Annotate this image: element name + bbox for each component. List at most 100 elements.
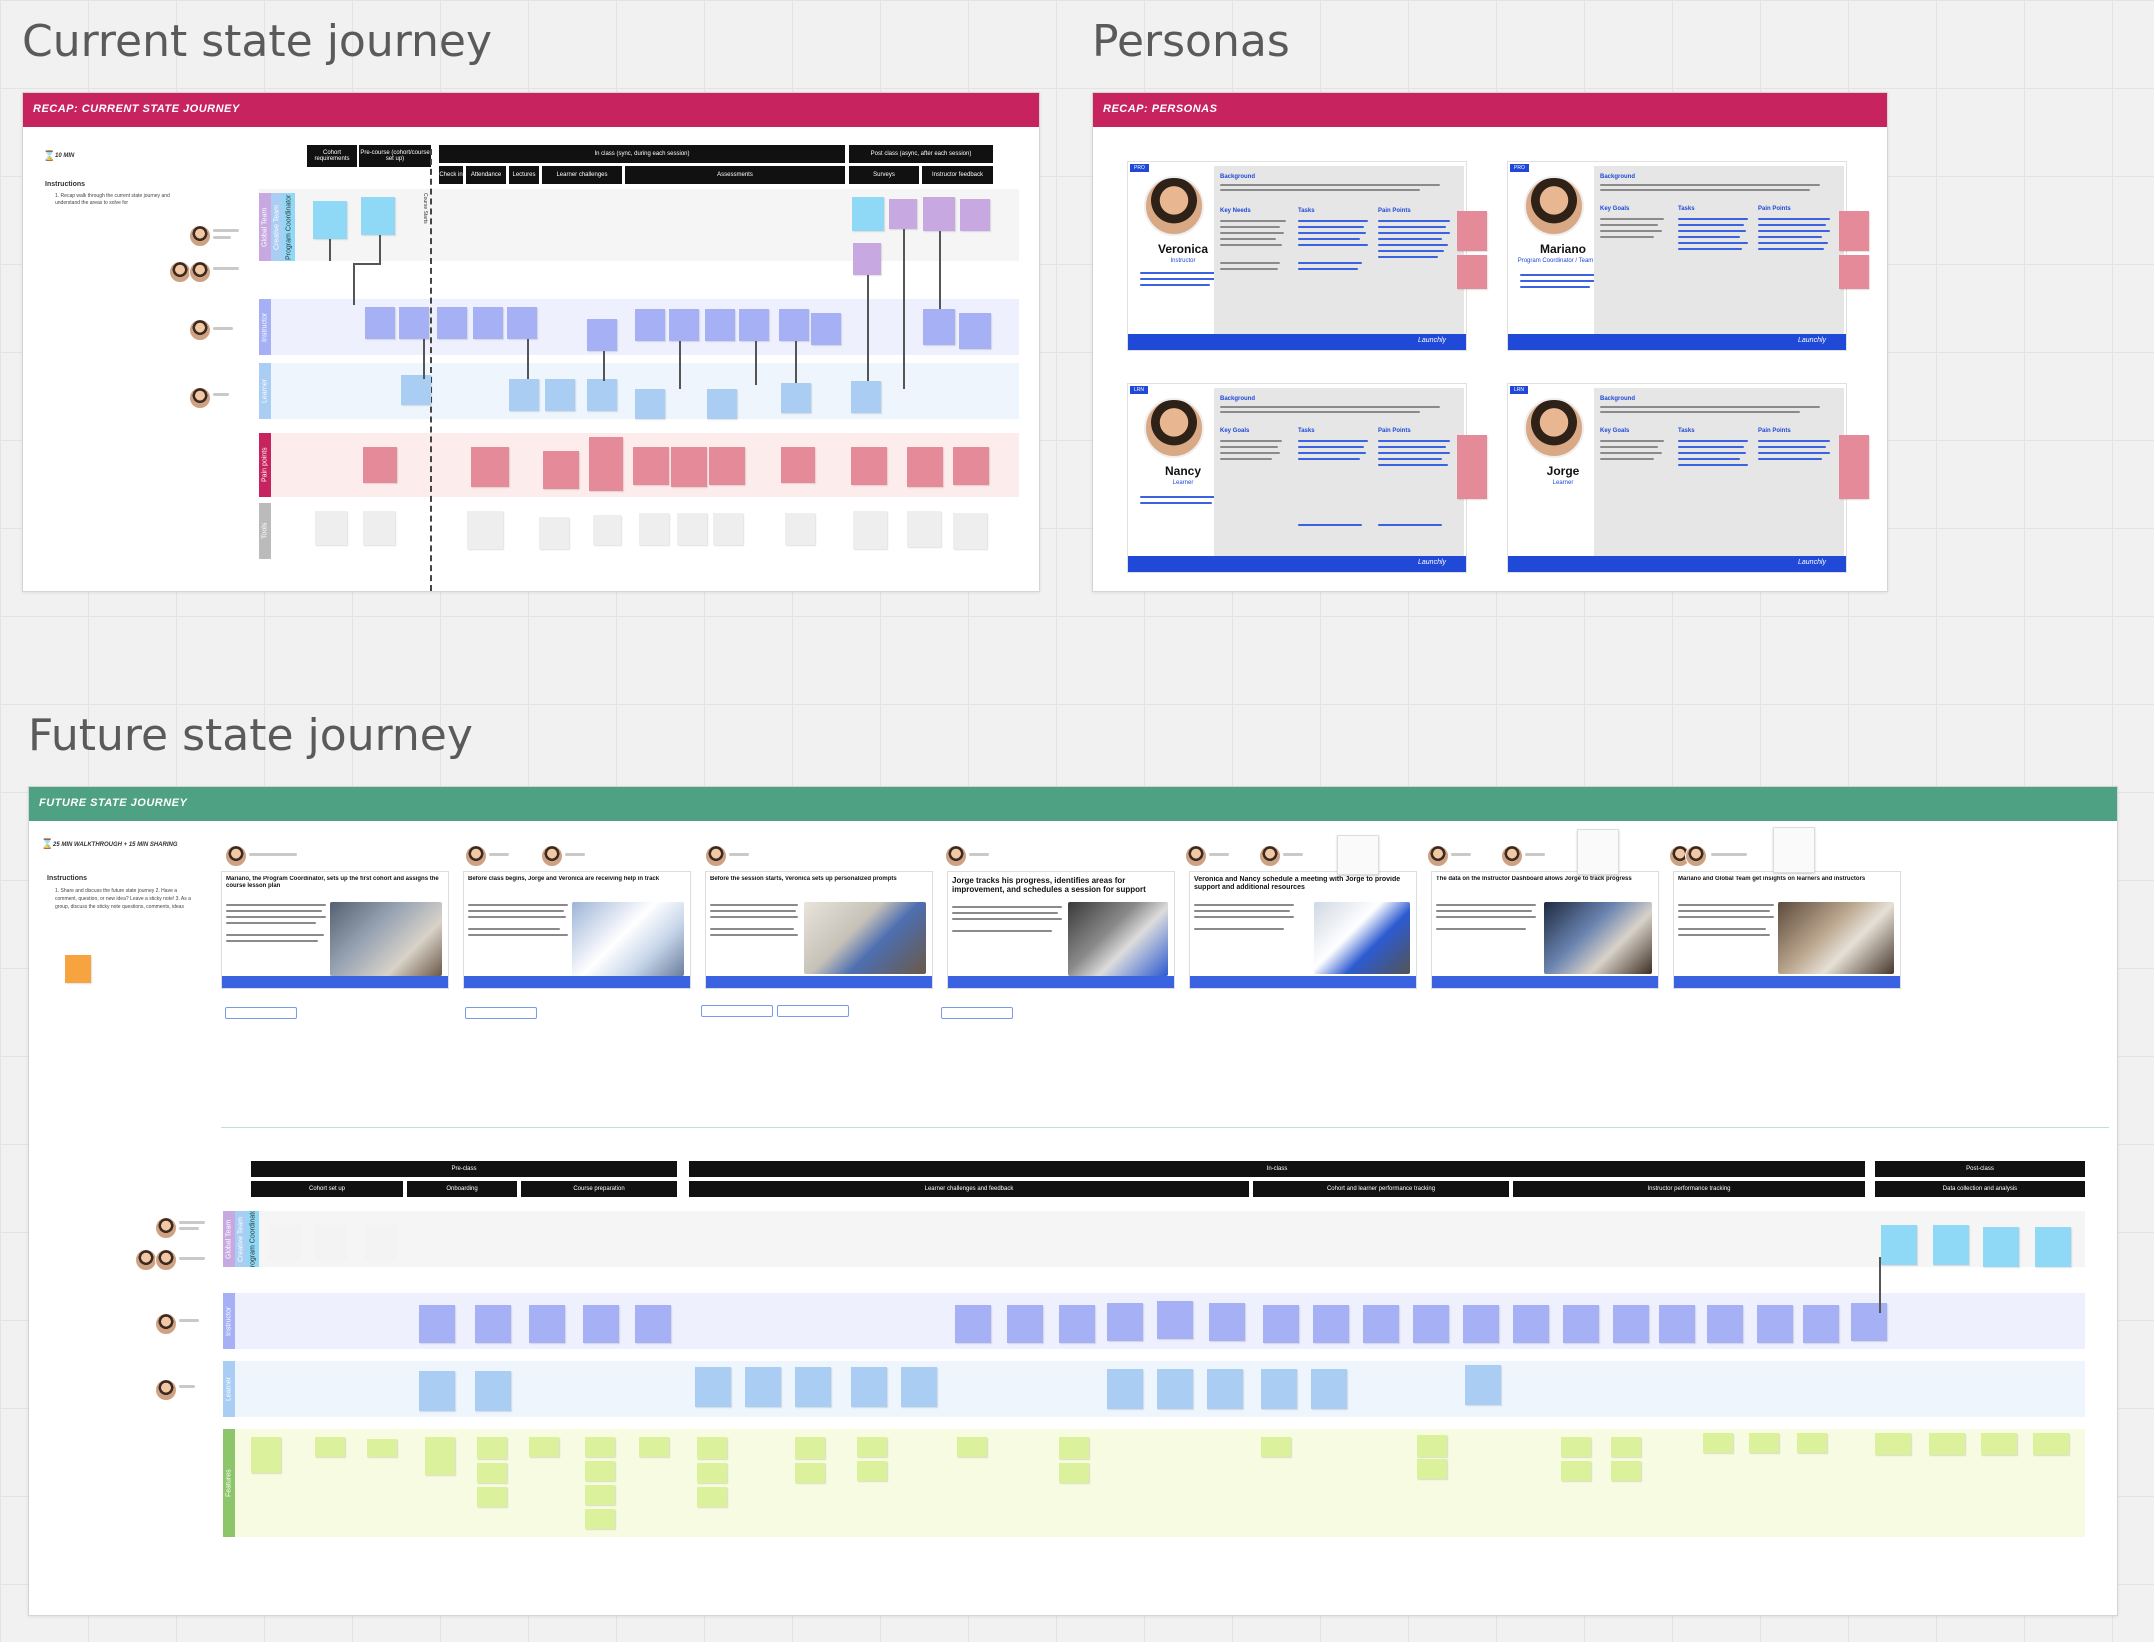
sticky-note[interactable] — [1363, 1305, 1399, 1343]
sticky-note[interactable] — [957, 1437, 987, 1457]
sticky-note[interactable] — [399, 307, 429, 339]
sticky-note[interactable] — [1561, 1437, 1591, 1457]
outline-pill[interactable] — [941, 1007, 1013, 1019]
sticky-note[interactable] — [1513, 1305, 1549, 1343]
sticky-note[interactable] — [953, 447, 989, 485]
sticky-note[interactable] — [960, 199, 990, 231]
sticky-note[interactable] — [785, 513, 815, 545]
sticky-note[interactable] — [477, 1437, 507, 1459]
personas-frame[interactable]: Recap: personas PRO Veronica Instructor … — [1092, 92, 1888, 592]
sticky-note[interactable] — [1981, 1433, 2017, 1455]
sticky-note[interactable] — [363, 447, 397, 483]
sticky-note[interactable] — [1839, 255, 1869, 289]
sticky-note[interactable] — [365, 1225, 397, 1261]
sticky-note[interactable] — [635, 389, 665, 419]
sticky-note[interactable] — [1107, 1303, 1143, 1341]
sticky-note[interactable] — [529, 1305, 565, 1343]
sticky-note[interactable] — [539, 517, 569, 549]
sticky-note[interactable] — [1059, 1437, 1089, 1459]
sticky-note[interactable] — [857, 1461, 887, 1481]
sticky-note[interactable] — [633, 447, 669, 485]
sticky-note[interactable] — [585, 1509, 615, 1529]
sticky-note[interactable] — [709, 447, 745, 485]
sticky-note[interactable] — [781, 447, 815, 483]
sticky-note[interactable] — [593, 515, 621, 545]
sticky-note[interactable] — [889, 199, 917, 229]
sticky-note[interactable] — [315, 1437, 345, 1457]
sticky-note[interactable] — [1839, 211, 1869, 251]
sticky-note[interactable] — [269, 1225, 301, 1261]
sticky-note[interactable] — [1463, 1305, 1499, 1343]
sticky-note[interactable] — [367, 1439, 397, 1457]
persona-card-veronica[interactable]: PRO Veronica Instructor Background Key N… — [1127, 161, 1467, 351]
sticky-note[interactable] — [1209, 1303, 1245, 1341]
future-state-frame[interactable]: Future state journey ⌛ 25 min walkthroug… — [28, 786, 2118, 1616]
sticky-note[interactable] — [315, 511, 347, 545]
sticky-note[interactable] — [1803, 1305, 1839, 1343]
sticky-note[interactable] — [509, 379, 539, 411]
sticky-note[interactable] — [779, 309, 809, 341]
sticky-note[interactable] — [315, 1225, 347, 1261]
current-state-frame[interactable]: Recap: current state journey ⌛ 10 min In… — [22, 92, 1040, 592]
scene-card-1[interactable]: Mariano, the Program Coordinator, sets u… — [221, 871, 449, 989]
sticky-note[interactable] — [543, 451, 579, 489]
sticky-note[interactable] — [587, 379, 617, 411]
sticky-note[interactable] — [1311, 1369, 1347, 1409]
sticky-note[interactable] — [2033, 1433, 2069, 1455]
sticky-note[interactable] — [587, 319, 617, 351]
sticky-note[interactable] — [545, 379, 575, 411]
sticky-note[interactable] — [1611, 1437, 1641, 1457]
sticky-note[interactable] — [473, 307, 503, 339]
sticky-note[interactable] — [739, 309, 769, 341]
persona-card-mariano[interactable]: PRO Mariano Program Coordinator / Team L… — [1507, 161, 1847, 351]
sticky-note[interactable] — [901, 1367, 937, 1407]
sticky-note[interactable] — [635, 309, 665, 341]
sticky-note[interactable] — [857, 1437, 887, 1457]
scene-card-3[interactable]: Before the session starts, Veronica sets… — [705, 871, 933, 989]
sticky-note[interactable] — [1797, 1433, 1827, 1453]
sticky-note[interactable] — [1059, 1305, 1095, 1343]
sticky-note[interactable] — [1313, 1305, 1349, 1343]
sticky-note[interactable] — [677, 513, 707, 545]
sticky-note[interactable] — [639, 513, 669, 545]
sticky-note[interactable] — [851, 381, 881, 413]
sticky-note[interactable] — [1059, 1463, 1089, 1483]
sticky-note[interactable] — [1263, 1305, 1299, 1343]
sticky-note[interactable] — [959, 313, 991, 349]
outline-pill[interactable] — [225, 1007, 297, 1019]
sticky-note[interactable] — [1457, 255, 1487, 289]
sticky-note[interactable] — [811, 313, 841, 345]
sticky-note[interactable] — [923, 197, 955, 231]
sticky-note[interactable] — [853, 511, 887, 549]
sticky-note[interactable] — [695, 1367, 731, 1407]
sticky-note[interactable] — [419, 1371, 455, 1411]
sticky-note[interactable] — [795, 1367, 831, 1407]
sticky-note[interactable] — [705, 309, 735, 341]
scene-card-7[interactable]: Mariano and Global Team get insights on … — [1673, 871, 1901, 989]
sticky-note[interactable] — [1749, 1433, 1779, 1453]
sticky-note[interactable] — [401, 375, 431, 405]
sticky-note[interactable] — [953, 513, 987, 549]
sticky-note[interactable] — [1881, 1225, 1917, 1265]
sticky-note[interactable] — [1261, 1437, 1291, 1457]
sticky-note[interactable] — [907, 447, 943, 487]
sticky-note[interactable] — [419, 1305, 455, 1343]
sticky-note[interactable] — [425, 1437, 455, 1475]
sticky-note[interactable] — [477, 1463, 507, 1483]
sticky-note[interactable] — [1929, 1433, 1965, 1455]
sticky-note[interactable] — [1157, 1301, 1193, 1339]
sticky-note[interactable] — [745, 1367, 781, 1407]
sticky-note[interactable] — [907, 511, 941, 547]
sticky-note[interactable] — [1413, 1305, 1449, 1343]
sticky-note[interactable] — [1207, 1369, 1243, 1409]
sticky-note[interactable] — [1157, 1369, 1193, 1409]
sticky-note[interactable] — [65, 955, 91, 983]
sticky-note[interactable] — [1563, 1305, 1599, 1343]
sticky-note[interactable] — [477, 1487, 507, 1507]
sticky-note[interactable] — [2035, 1227, 2071, 1267]
sticky-note[interactable] — [707, 389, 737, 419]
sticky-note[interactable] — [713, 513, 743, 545]
sticky-note[interactable] — [471, 447, 509, 487]
sticky-note[interactable] — [1659, 1305, 1695, 1343]
sticky-note[interactable] — [589, 437, 623, 491]
